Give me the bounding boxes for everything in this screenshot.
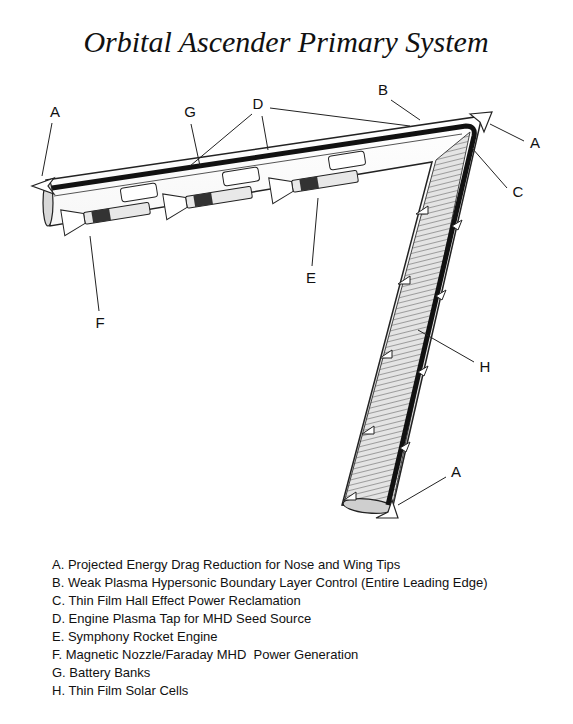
solar-cells bbox=[344, 132, 470, 508]
callout-letter: H bbox=[480, 358, 491, 375]
key-entry: D. Engine Plasma Tap for MHD Seed Source bbox=[52, 612, 311, 627]
wing-line bbox=[54, 134, 462, 196]
leader-lines bbox=[42, 100, 524, 505]
wing-body bbox=[46, 116, 482, 510]
key-entry: A. Projected Energy Drag Reduction for N… bbox=[52, 558, 400, 573]
key-entry: B. Weak Plasma Hypersonic Boundary Layer… bbox=[52, 576, 487, 591]
callout-letter: B bbox=[378, 81, 388, 98]
leading-edge-band bbox=[52, 126, 474, 505]
callout-letter: G bbox=[184, 103, 196, 120]
callout-letter: D bbox=[253, 95, 264, 112]
key-entry: F. Magnetic Nozzle/Faraday MHD Power Gen… bbox=[52, 648, 358, 663]
energy-arrows bbox=[32, 112, 492, 518]
callout-letter: C bbox=[513, 183, 524, 200]
fins bbox=[344, 206, 462, 500]
key-entry: E. Symphony Rocket Engine bbox=[52, 630, 217, 645]
key-entry: H. Thin Film Solar Cells bbox=[52, 684, 188, 699]
key-entry: G. Battery Banks bbox=[52, 666, 150, 681]
callout-letter: F bbox=[95, 314, 104, 331]
key-entry: C. Thin Film Hall Effect Power Reclamati… bbox=[52, 594, 301, 609]
callout-letter: A bbox=[50, 103, 60, 120]
engine-1 bbox=[59, 183, 162, 236]
callout-letter: A bbox=[451, 463, 461, 480]
callout-letter: E bbox=[306, 269, 316, 286]
callout-letter: A bbox=[530, 134, 540, 151]
title: Orbital Ascender Primary System bbox=[83, 25, 488, 60]
engine-2 bbox=[161, 167, 264, 220]
engine-3 bbox=[267, 151, 370, 204]
